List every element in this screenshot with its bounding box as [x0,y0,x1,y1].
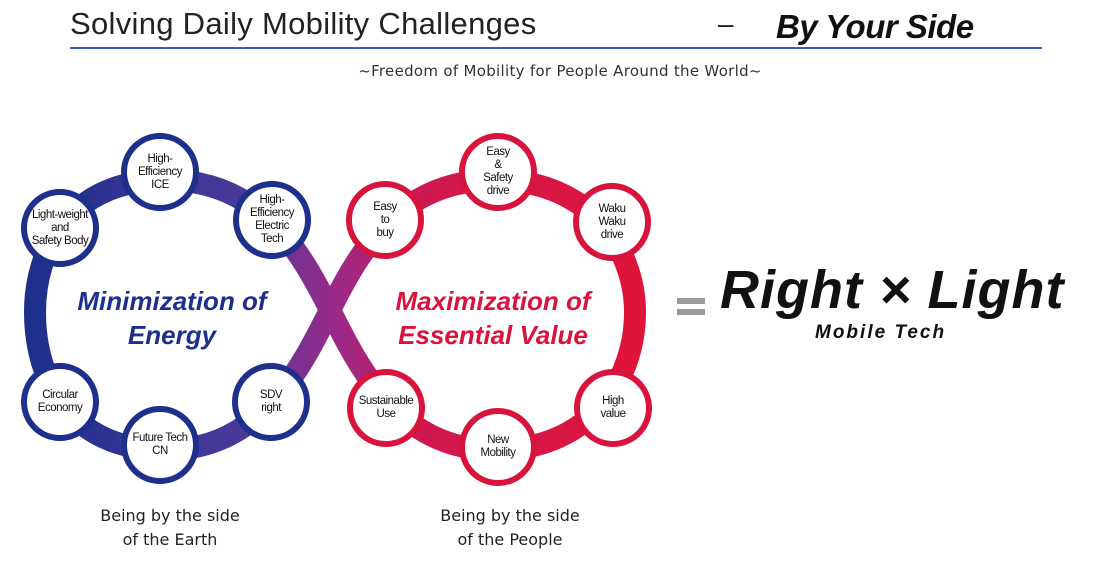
brand-subtitle: Mobile Tech [815,322,947,343]
node-waku-waku-drive: Waku Waku drive [573,183,651,261]
infinity-loop [23,168,647,462]
right-caption: Being by the side of the People [440,506,580,549]
brand-logo: Right × Light [720,260,1065,320]
left-heading: Minimization of Energy [77,286,267,350]
loop-path [23,168,647,462]
page-title: Solving Daily Mobility Challenges [70,6,537,41]
node-sustainable-use: Sustainable Use [347,369,425,447]
node-easy-to-buy: Easy to buy [346,181,424,259]
left-caption: Being by the side of the Earth [100,506,240,549]
node-high-value: High value [574,369,652,447]
node-future-tech-cn: Future Tech CN [121,406,199,484]
node-circular-economy: Circular Economy [21,363,99,441]
node-new-mobility: New Mobility [459,408,537,486]
node-easy-safety-drive: Easy & Safety drive [459,133,537,211]
right-heading: Maximization of Essential Value [395,286,591,350]
equals-icon [677,298,705,320]
title-dash: – [718,8,734,39]
subtitle: ~Freedom of Mobility for People Around t… [358,62,762,80]
node-high-efficiency-ice: High- Efficiency ICE [121,133,199,211]
node-light-weight-safety-body: Light-weight and Safety Body [21,189,99,267]
node-high-efficiency-electric-tech: High- Efficiency Electric Tech [233,181,311,259]
node-sdv-right: SDV right [232,363,310,441]
tagline: By Your Side [776,8,974,45]
title-underline [70,47,1042,49]
